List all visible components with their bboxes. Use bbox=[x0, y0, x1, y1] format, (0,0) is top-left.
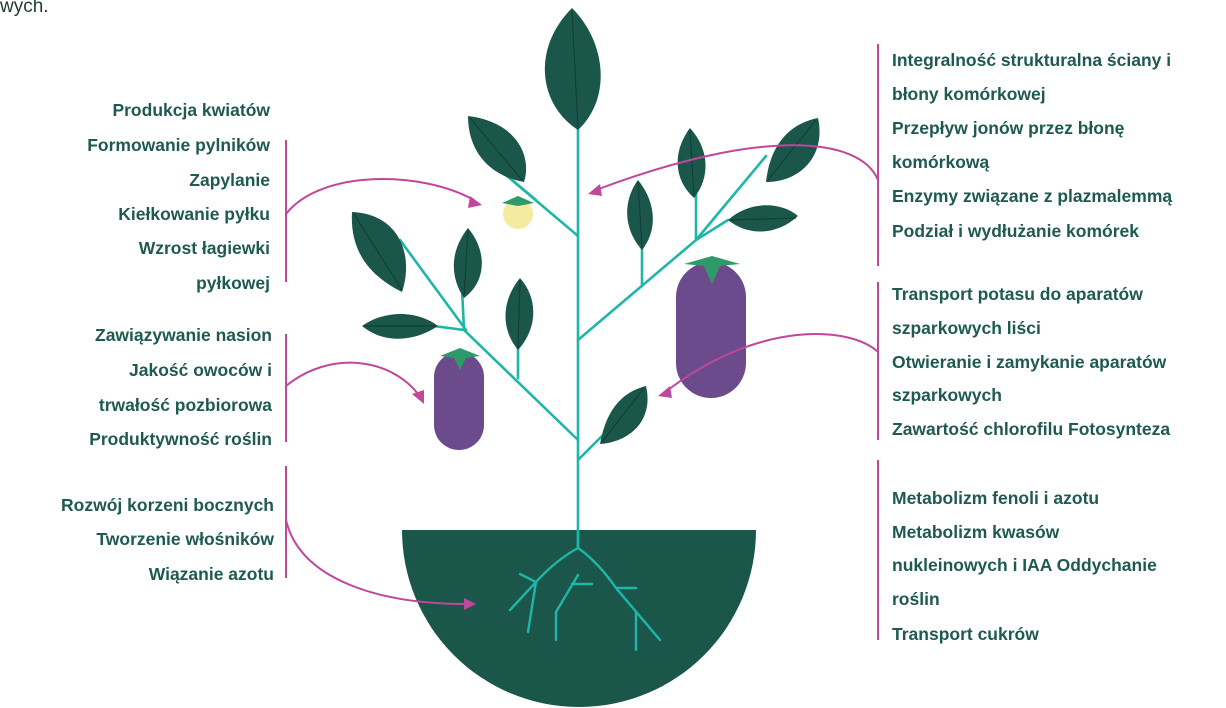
label-seeds-3: trwałość pozbiorowa bbox=[99, 395, 272, 415]
label-group-roots: Rozwój korzeni bocznych Tworzenie włośni… bbox=[61, 495, 274, 584]
label-stomata-2: szparkowych liści bbox=[892, 318, 1041, 338]
leaf-top bbox=[544, 8, 601, 130]
label-cells-5: Enzymy związane z plazmalemmą bbox=[892, 186, 1172, 206]
top-text-fragment: wych. bbox=[0, 0, 49, 17]
leaf-left-low bbox=[362, 313, 438, 339]
label-seeds-1: Zawiązywanie nasion bbox=[95, 325, 272, 345]
leaf-left-outer bbox=[351, 212, 407, 292]
label-flowers-1: Produkcja kwiatów bbox=[112, 100, 270, 120]
roots bbox=[508, 528, 662, 652]
label-stomata-4: szparkowych bbox=[892, 385, 1002, 405]
label-cells-2: błony komórkowej bbox=[892, 84, 1046, 104]
label-cells-1: Integralność strukturalna ściany i bbox=[892, 50, 1171, 70]
leaf-left-inner bbox=[505, 278, 534, 350]
label-cells-3: Przepływ jonów przez błonę bbox=[892, 118, 1125, 138]
label-flowers-3: Zapylanie bbox=[189, 170, 270, 190]
arrows bbox=[285, 144, 879, 610]
leaves bbox=[351, 8, 820, 444]
label-metabolism-4: roślin bbox=[892, 589, 940, 609]
leaf-right-mid bbox=[627, 180, 653, 250]
label-cells-6: Podział i wydłużanie komórek bbox=[892, 221, 1139, 241]
leaf-right-side bbox=[728, 205, 798, 232]
label-group-flowers: Produkcja kwiatów Formowanie pylników Za… bbox=[87, 100, 270, 293]
eggplant-right bbox=[676, 256, 746, 398]
label-roots-1: Rozwój korzeni bocznych bbox=[61, 495, 274, 515]
label-roots-2: Tworzenie włośników bbox=[96, 529, 274, 549]
label-flowers-6: pyłkowej bbox=[196, 273, 270, 293]
leaf-left-mid bbox=[453, 228, 482, 298]
leaf-right-top bbox=[766, 118, 820, 182]
label-metabolism-1: Metabolizm fenoli i azotu bbox=[892, 488, 1099, 508]
label-seeds-2: Jakość owoców i bbox=[129, 360, 272, 380]
label-group-seeds: Zawiązywanie nasion Jakość owoców i trwa… bbox=[89, 325, 272, 449]
leaf-upper-left bbox=[468, 116, 527, 182]
label-metabolism-5: Transport cukrów bbox=[892, 624, 1039, 644]
flower bbox=[502, 196, 534, 229]
label-stomata-1: Transport potasu do aparatów bbox=[892, 284, 1143, 304]
label-flowers-4: Kiełkowanie pyłku bbox=[118, 204, 270, 224]
label-group-metabolism: Metabolizm fenoli i azotu Metabolizm kwa… bbox=[892, 488, 1157, 644]
label-roots-3: Wiązanie azotu bbox=[149, 564, 274, 584]
label-cells-4: komórkową bbox=[892, 152, 990, 172]
label-flowers-2: Formowanie pylników bbox=[87, 135, 270, 155]
label-stomata-3: Otwieranie i zamykanie aparatów bbox=[892, 352, 1167, 372]
label-seeds-4: Produktywność roślin bbox=[89, 429, 272, 449]
label-group-cells: Integralność strukturalna ściany i błony… bbox=[892, 50, 1172, 241]
leaf-lower-right bbox=[600, 386, 648, 444]
label-group-stomata: Transport potasu do aparatów szparkowych… bbox=[892, 284, 1170, 439]
eggplant-left bbox=[434, 348, 484, 450]
soil bbox=[402, 530, 756, 707]
label-flowers-5: Wzrost łagiewki bbox=[139, 238, 270, 258]
label-metabolism-3: nukleinowych i IAA Oddychanie bbox=[892, 555, 1157, 575]
leaf-right-upper bbox=[677, 128, 706, 198]
label-metabolism-2: Metabolizm kwasów bbox=[892, 522, 1060, 542]
label-stomata-5: Zawartość chlorofilu Fotosynteza bbox=[892, 419, 1170, 439]
